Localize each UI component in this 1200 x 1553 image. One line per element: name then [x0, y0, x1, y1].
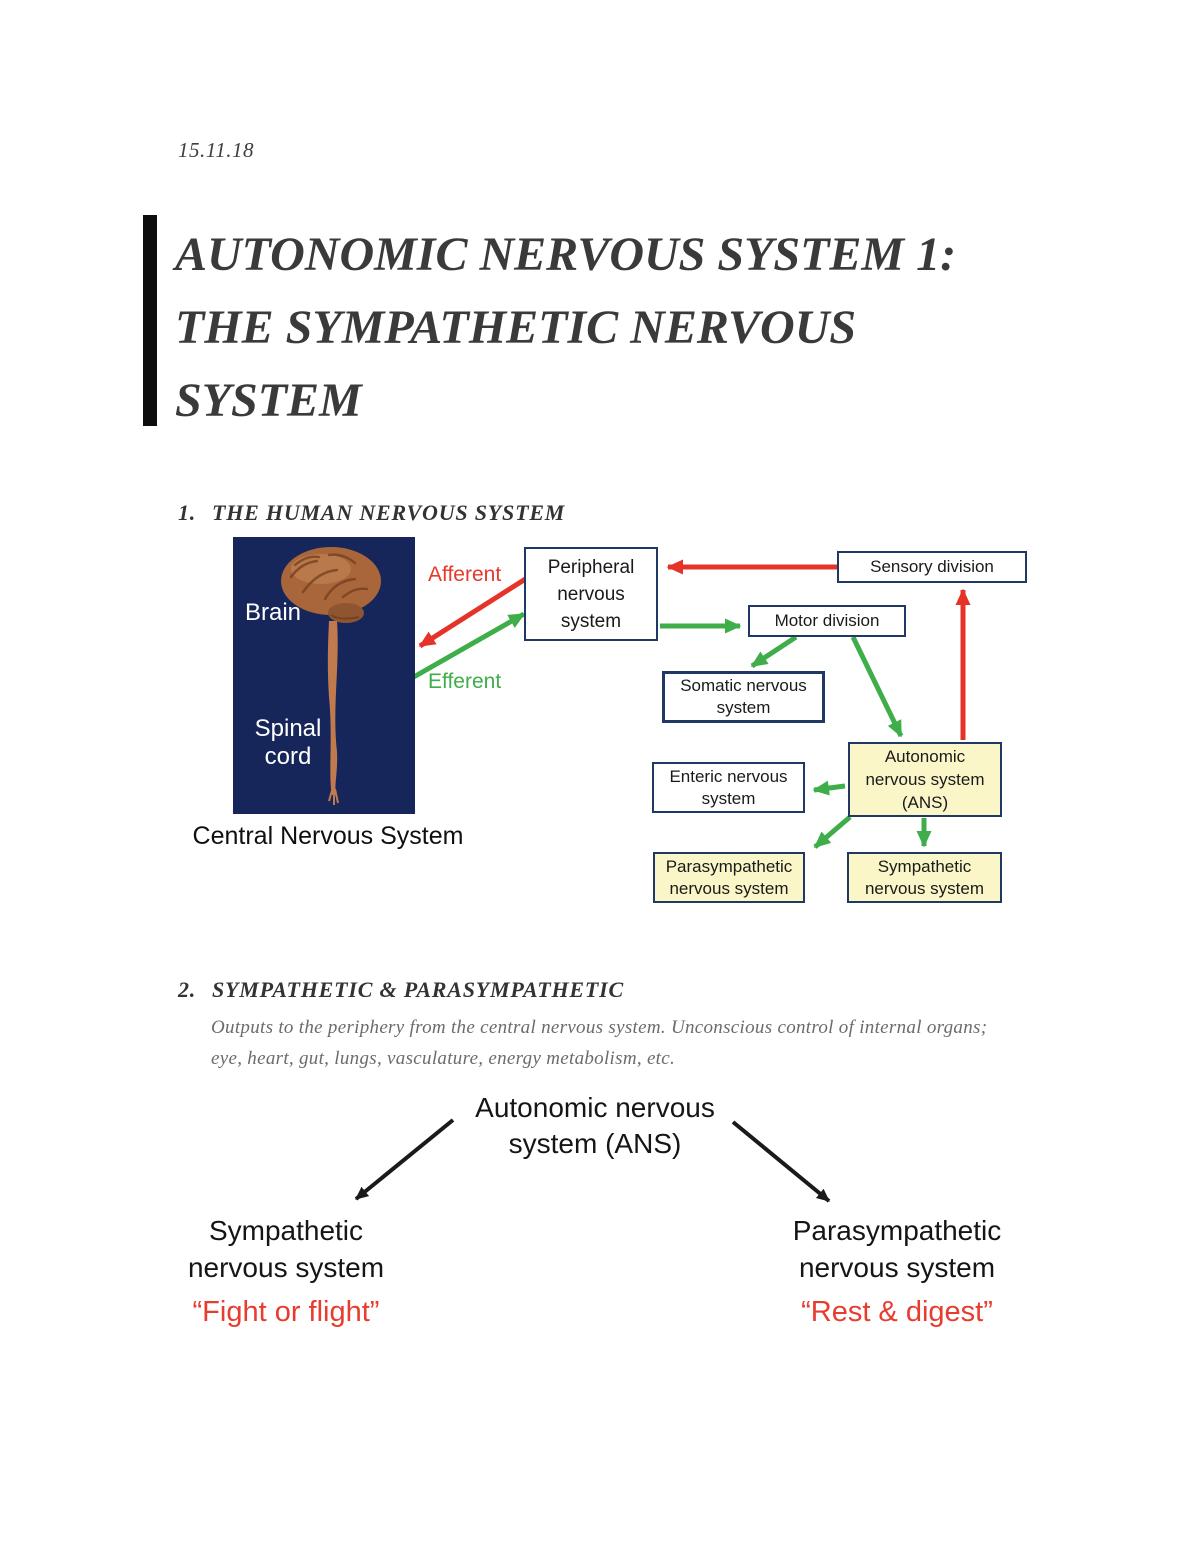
sympathetic-branch-line2: nervous system [187, 1252, 385, 1283]
ans-tree-root-line1: Autonomic nervous [475, 1092, 715, 1123]
title-accent-bar [143, 215, 157, 426]
date: 15.11.18 [178, 138, 254, 162]
page-title-line3: SYSTEM [175, 374, 362, 427]
ans-tree-root-line2: system (ANS) [508, 1128, 682, 1159]
spinal-cord-label: Spinal cord [254, 715, 322, 770]
efferent-arrow [410, 611, 526, 681]
page-title-line1: AUTONOMIC NERVOUS SYSTEM 1: [175, 228, 957, 281]
rest-and-digest-tag: “Rest & digest” [801, 1296, 993, 1328]
somatic-nervous-system-box: Somatic nervous system [662, 671, 825, 723]
sympathetic-branch-label: Sympathetic nervous system [156, 1212, 416, 1286]
parasympathetic-branch-line1: Parasympathetic [792, 1215, 1002, 1246]
motor-to-somatic-arrow [750, 634, 798, 669]
parasympathetic-nervous-system-box: Parasympathetic nervous system [653, 852, 805, 903]
motor-to-ans-arrow [850, 635, 904, 738]
parasympathetic-branch-label: Parasympathetic nervous system [757, 1212, 1037, 1286]
ans-tree-root: Autonomic nervous system (ANS) [445, 1090, 745, 1162]
brain-spinal-cord-illustration [281, 547, 381, 805]
page-title-line2: THE SYMPATHETIC NERVOUS [175, 301, 857, 354]
enteric-nervous-system-box: Enteric nervous system [652, 762, 805, 813]
ans-to-sympathetic-branch-arrow [354, 1118, 455, 1201]
ans-to-parasympathetic-branch-arrow [731, 1120, 831, 1203]
ans-to-enteric-arrow [812, 780, 846, 796]
brain-label: Brain [245, 599, 302, 626]
section2-number: 2. [178, 977, 197, 1002]
central-nervous-system-panel: Brain Spinal cord [233, 537, 415, 814]
peripheral-nervous-system-box: Peripheral nervous system [524, 547, 658, 641]
afferent-label: Afferent [428, 563, 502, 586]
afferent-arrow [418, 575, 529, 649]
autonomic-nervous-system-box: Autonomic nervous system (ANS) [848, 742, 1002, 817]
section1-heading: THE HUMAN NERVOUS SYSTEM [212, 500, 566, 525]
cns-caption: Central Nervous System [192, 822, 464, 850]
efferent-label: Efferent [428, 670, 502, 693]
sympathetic-nervous-system-box: Sympathetic nervous system [847, 852, 1002, 903]
sympathetic-branch-line1: Sympathetic [208, 1215, 364, 1246]
page-title: AUTONOMIC NERVOUS SYSTEM 1: THE SYMPATHE… [175, 218, 1075, 437]
section2-body: Outputs to the periphery from the centra… [211, 1017, 988, 1069]
ans-to-parasympathetic-arrow [813, 815, 852, 849]
fight-or-flight-tag: “Fight or flight” [192, 1296, 380, 1328]
sensory-division-box: Sensory division [837, 551, 1027, 583]
section2-heading: SYMPATHETIC & PARASYMPATHETIC [212, 977, 624, 1002]
section1-number: 1. [178, 500, 197, 525]
motor-division-box: Motor division [748, 605, 906, 637]
parasympathetic-branch-line2: nervous system [798, 1252, 996, 1283]
